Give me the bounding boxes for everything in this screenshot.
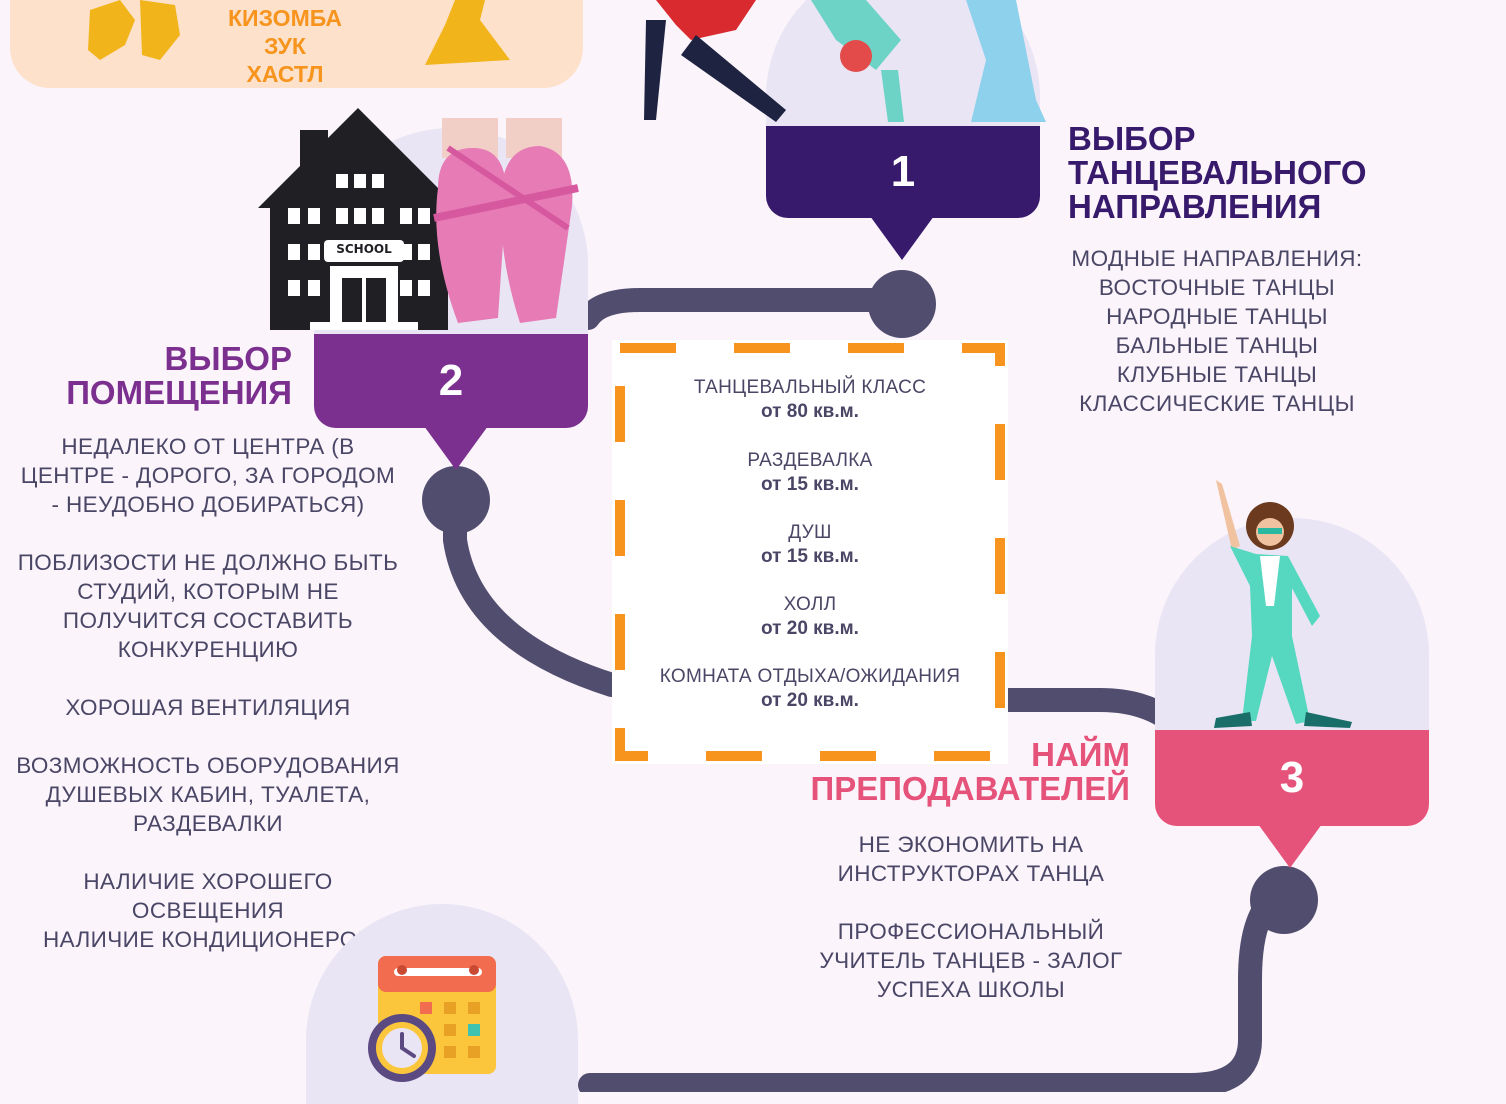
room-name: ТАНЦЕВАЛЬНЫЙ КЛАСС	[693, 377, 927, 398]
disco-dancer-icon	[1214, 480, 1352, 728]
step-2-pointer	[424, 426, 488, 470]
dancer-dress-icon	[425, 0, 510, 65]
step-3-body: НЕ ЭКОНОМИТЬ НА ИНСТРУКТОРАХ ТАНЦА ПРОФЕ…	[819, 832, 1123, 1002]
step-1-badge: 1	[766, 126, 1040, 218]
room-item: РАЗДЕВАЛКА от 15 кв.м.	[612, 449, 1008, 497]
pointe-shoes-icon	[433, 118, 579, 323]
step-2-number: 2	[438, 356, 464, 405]
top-styles-box: КИЗОМБА ЗУК ХАСТЛ	[10, 0, 583, 88]
room-item: ХОЛЛ от 20 кв.м.	[612, 593, 1008, 641]
step-2-body: НЕДАЛЕКО ОТ ЦЕНТРА (В ЦЕНТРЕ - ДОРОГО, З…	[16, 434, 400, 952]
step-3-number: 3	[1279, 753, 1305, 802]
room-size: от 15 кв.м.	[761, 546, 859, 567]
room-item: ДУШ от 15 кв.м.	[612, 521, 1008, 569]
school-building-icon	[258, 108, 458, 330]
room-name: ДУШ	[788, 522, 832, 543]
room-item: КОМНАТА ОТДЫХА/ОЖИДАНИЯ от 20 кв.м.	[612, 665, 1008, 713]
room-size: от 15 кв.м.	[761, 474, 859, 495]
step-1-pointer	[870, 216, 934, 260]
path-node-1	[868, 270, 936, 338]
room-name: КОМНАТА ОТДЫХА/ОЖИДАНИЯ	[659, 666, 961, 687]
path-node-2	[422, 466, 490, 534]
step-1-body: МОДНЫЕ НАПРАВЛЕНИЯ: ВОСТОЧНЫЕ ТАНЦЫ НАРО…	[1071, 246, 1363, 416]
room-size: от 20 кв.м.	[761, 690, 859, 711]
room-size: от 20 кв.м.	[761, 618, 859, 639]
step-2-heading: ВЫБОР ПОМЕЩЕНИЯ	[66, 340, 292, 411]
school-sign: SCHOOL	[336, 242, 392, 256]
step-3-badge: 3	[1155, 730, 1429, 826]
room-name: ХОЛЛ	[783, 594, 837, 615]
step-1-number: 1	[890, 147, 916, 196]
style-item: ХАСТЛ	[246, 61, 324, 87]
step-3-pointer	[1258, 824, 1322, 868]
room-name: РАЗДЕВАЛКА	[747, 450, 873, 471]
step-2-badge: 2	[314, 334, 588, 428]
path-node-3	[1250, 866, 1318, 934]
step-1-heading: ВЫБОР ТАНЦЕВАЛЬНОГО НАПРАВЛЕНИЯ	[1068, 120, 1367, 225]
calendar-clock-icon	[368, 956, 496, 1082]
dashed-frame	[615, 343, 1005, 761]
couple-dancers-icon	[88, 0, 180, 60]
style-item: КИЗОМБА	[228, 5, 342, 31]
dancers-icon	[644, 0, 1046, 122]
style-item: ЗУК	[264, 33, 306, 59]
step-3-heading: НАЙМ ПРЕПОДАВАТЕЛЕЙ	[810, 736, 1130, 807]
rooms-box: ТАНЦЕВАЛЬНЫЙ КЛАСС от 80 кв.м. РАЗДЕВАЛК…	[612, 340, 1008, 764]
room-size: от 80 кв.м.	[761, 401, 859, 422]
room-item: ТАНЦЕВАЛЬНЫЙ КЛАСС от 80 кв.м.	[612, 376, 1008, 424]
